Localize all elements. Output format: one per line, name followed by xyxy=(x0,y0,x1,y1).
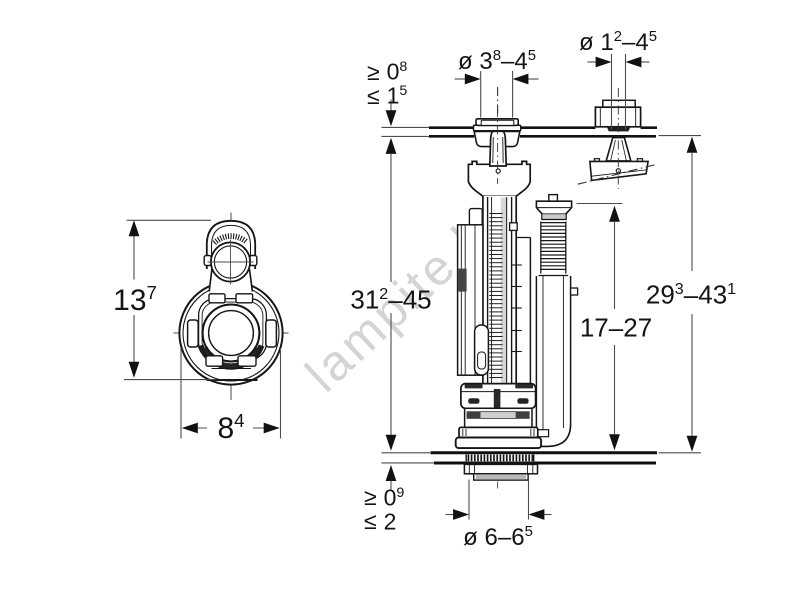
dimension-value: – xyxy=(621,29,636,56)
dim-height-fill xyxy=(576,202,623,451)
dimension-superscript: 5 xyxy=(527,48,536,65)
dimension-value: 1 xyxy=(600,29,614,56)
comparison-symbol: ≤ xyxy=(367,82,380,109)
dimension-value: 45 xyxy=(402,284,432,315)
dimension-superscript: 2 xyxy=(379,284,389,303)
dimension-value: 0 xyxy=(386,58,400,85)
cistern-bottom xyxy=(430,451,657,465)
comparison-symbol: ≤ xyxy=(364,508,377,535)
cistern-lid xyxy=(429,126,657,138)
dimension-label-base-thickness: ≥09 ≤2 xyxy=(364,484,405,535)
dimension-value: 2 xyxy=(383,508,397,535)
dimension-value: 1 xyxy=(386,82,400,109)
dimension-value: 8 xyxy=(217,412,235,446)
dimension-label-line: ≥08 xyxy=(367,58,408,85)
dimension-superscript: 4 xyxy=(234,409,245,431)
dimension-superscript: 7 xyxy=(146,281,157,303)
dim-view-width xyxy=(180,348,282,439)
dimension-label-lid-thickness: ≥08 ≤15 xyxy=(367,58,408,109)
top-view-drawing xyxy=(173,212,289,400)
dimension-superscript: 1 xyxy=(727,279,737,298)
dimension-label-line: ≤15 xyxy=(367,82,408,109)
dim-flush-hole xyxy=(454,71,539,118)
comparison-symbol: ≥ xyxy=(364,484,377,511)
dimension-superscript: 5 xyxy=(648,29,657,46)
dimension-value: 43 xyxy=(698,279,728,309)
dimension-superscript: 8 xyxy=(399,59,408,75)
dimension-value: – xyxy=(497,524,512,551)
dimension-label-view-width: 84 xyxy=(217,410,244,446)
front-view-drawing xyxy=(429,88,657,489)
dimension-superscript: 5 xyxy=(399,83,408,100)
dimension-value: 13 xyxy=(113,283,147,317)
dimension-value: – xyxy=(608,312,624,343)
dimension-value: 6 xyxy=(484,524,498,551)
fill-valve-fastening xyxy=(577,88,657,189)
dimension-superscript: 5 xyxy=(524,524,533,541)
dimension-value: 31 xyxy=(350,284,380,315)
dim-view-height xyxy=(124,219,217,381)
diameter-prefix: ø xyxy=(579,29,601,56)
dim-height-right xyxy=(658,135,701,454)
dim-lid-thickness xyxy=(381,99,429,137)
dimension-superscript: 8 xyxy=(492,48,501,65)
dimension-value: – xyxy=(683,279,699,309)
comparison-symbol: ≥ xyxy=(367,58,380,85)
flush-valve xyxy=(454,108,579,489)
dimension-superscript: 3 xyxy=(674,279,684,298)
dimension-value: 3 xyxy=(479,48,493,75)
dimension-label-height-fill: 17–27 xyxy=(580,313,652,344)
dim-fill-hole xyxy=(587,54,650,130)
dimension-value: 4 xyxy=(514,48,528,75)
dimension-value: 17 xyxy=(579,312,609,343)
dimension-label-outlet: ø 6–65 xyxy=(463,524,533,552)
dimension-value: 6 xyxy=(511,524,525,551)
dimension-value: 4 xyxy=(635,29,649,56)
dimension-superscript: 9 xyxy=(396,484,405,501)
dimension-label-height-right: 293–431 xyxy=(646,279,736,310)
dimension-label-line: ≥09 xyxy=(364,484,405,511)
dimension-value: 27 xyxy=(623,312,653,343)
dimension-superscript: 2 xyxy=(613,29,622,46)
diameter-prefix: ø xyxy=(458,48,480,75)
dimension-label-line: ≤2 xyxy=(364,508,404,535)
dimension-lines xyxy=(124,54,701,520)
diameter-prefix: ø xyxy=(463,524,485,551)
dimension-label-flush-hole: ø 38–45 xyxy=(458,48,536,76)
dimension-value: 29 xyxy=(645,279,675,309)
dim-height-total xyxy=(385,137,397,451)
dim-base-thickness xyxy=(381,452,434,490)
dim-outlet xyxy=(445,479,552,520)
dimension-value: – xyxy=(388,284,403,315)
dimension-label-view-height: 137 xyxy=(113,281,157,317)
dimension-value: – xyxy=(500,48,515,75)
dimension-value: 0 xyxy=(383,484,397,511)
dimension-label-fill-hole: ø 12–45 xyxy=(579,29,657,57)
dimension-label-height-total: 312–45 xyxy=(350,285,431,316)
